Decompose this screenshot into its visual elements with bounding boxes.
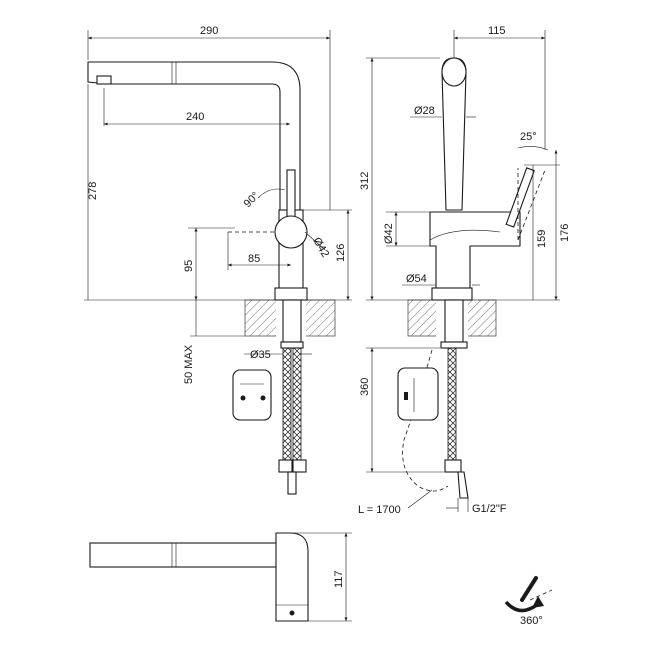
plan-body [275,532,309,622]
dim-d42-front: Ø42 [383,223,395,244]
dim-360deg: 360° [520,615,543,627]
dim-d42-side: Ø42 [310,236,331,260]
dim-d35: Ø35 [250,349,271,361]
dim-85: 85 [248,253,260,265]
plan-spout [89,542,296,568]
dim-115: 115 [488,25,506,37]
side-hose-left [282,347,292,461]
front-hose [447,347,457,461]
plan-view: 117 [89,532,352,622]
dim-117: 117 [333,570,345,588]
side-view: 290 240 278 90° Ø42 126 85 95 50 MAX [84,25,352,495]
side-shank [282,299,302,343]
front-view: 115 Ø28 25° 312 Ø42 Ø54 159 176 360 [358,25,571,516]
dim-50max: 50 MAX [183,344,195,384]
dim-25deg: 25° [520,131,537,143]
dim-95: 95 [183,260,195,272]
rotation-arrow-icon: 360° [504,576,553,627]
dim-connection: G1/2"F [472,503,507,515]
front-lever [505,167,535,228]
dim-126: 126 [335,244,347,262]
dim-d54: Ø54 [406,273,427,285]
front-clamp [397,367,439,421]
side-clamp [232,369,272,421]
side-cartridge [274,215,308,249]
dim-159: 159 [536,230,548,248]
dim-290: 290 [200,25,218,37]
dim-hose-length: L = 1700 [358,504,401,516]
dim-240: 240 [186,111,204,123]
dim-176: 176 [559,224,571,242]
dim-360: 360 [359,378,371,396]
side-spout [87,61,301,221]
dim-d28: Ø28 [414,105,435,117]
front-shank [444,299,464,343]
side-lever [286,169,296,223]
dim-312: 312 [359,172,371,190]
dim-278: 278 [87,182,99,200]
side-hose-right [292,347,302,461]
dim-90deg: 90° [242,190,262,210]
